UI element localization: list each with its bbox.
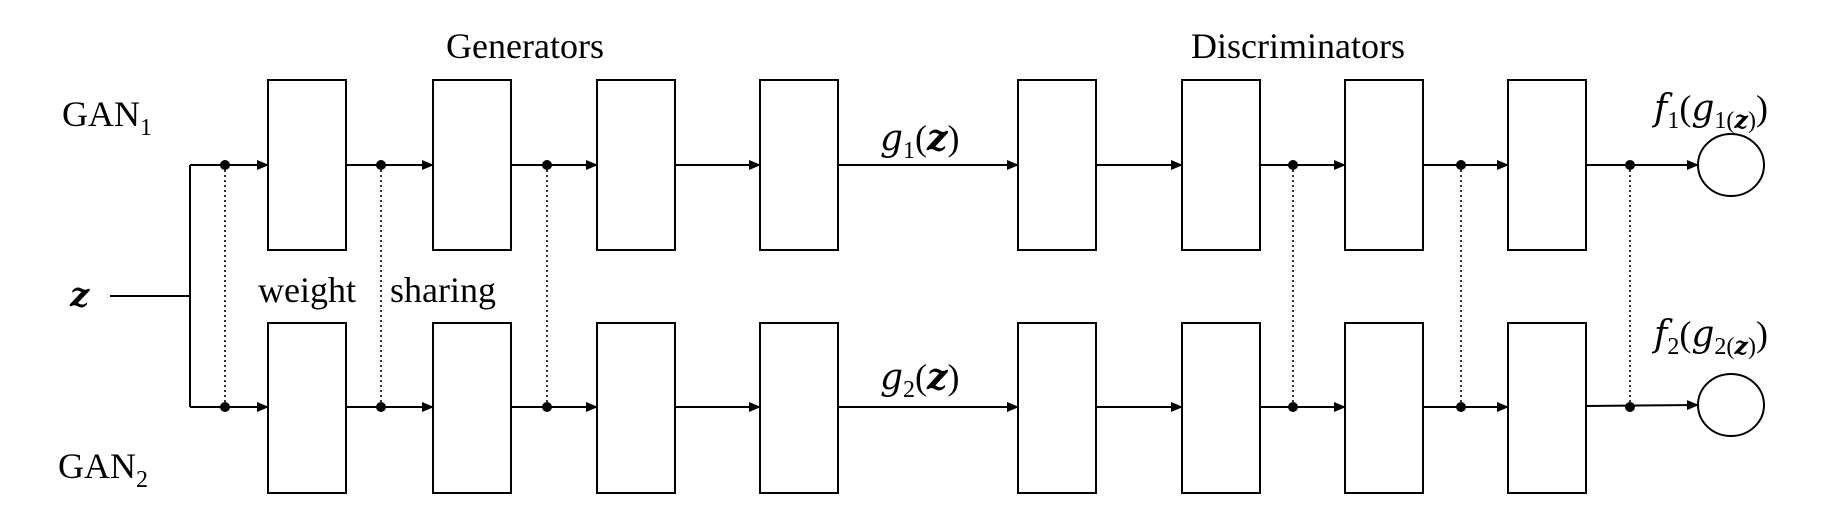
junction-dot (1288, 160, 1298, 170)
f1-inner-sub: 1 (1714, 108, 1726, 134)
g2-fn: g (880, 357, 903, 398)
g1-fn: g (880, 118, 903, 159)
f2-close-paren: ) (1756, 314, 1768, 354)
gan1-discriminator-layer-2 (1181, 79, 1261, 251)
f1-close-paren: ) (1756, 88, 1768, 128)
f2-inner-close-paren: ) (1748, 334, 1756, 360)
gan2-discriminator-layer-4 (1507, 322, 1587, 494)
weight-label: weight (258, 270, 356, 310)
g1-close-paren: ) (948, 118, 960, 158)
gan2-discriminator-layer-3 (1344, 322, 1424, 494)
g1-sub: 1 (903, 138, 915, 164)
f2-sub: 2 (1667, 334, 1679, 360)
gan1-discriminator-layer-4 (1507, 79, 1587, 251)
f2-output-label: f2(g2(z)) (1651, 314, 1768, 360)
generators-label: Generators (446, 26, 604, 66)
junction-dot (220, 160, 230, 170)
f2-inner-sub: 2 (1714, 334, 1726, 360)
gan2-generator-layer-2 (432, 322, 512, 494)
f1-inner-open-paren: ( (1726, 108, 1734, 134)
gan2-generator-layer-3 (596, 322, 676, 494)
f2-open-paren: ( (1679, 314, 1691, 354)
f2-inner-fn: g (1691, 314, 1714, 355)
g2-open-paren: ( (915, 357, 927, 397)
gan2-discriminator-layer-2 (1181, 322, 1261, 494)
gan1-discriminator-layer-1 (1017, 79, 1097, 251)
gan1-discriminator-layer-3 (1344, 79, 1424, 251)
junction-dot (1456, 402, 1466, 412)
g1-arg: z (926, 117, 949, 159)
f1-output-label: f1(g1(z)) (1651, 88, 1768, 134)
g2-arg: z (926, 356, 949, 398)
junction-dot (1288, 402, 1298, 412)
f1-inner-fn: g (1691, 88, 1714, 129)
g2-sub: 2 (903, 377, 915, 403)
f1-arg: z (1733, 105, 1749, 134)
gan1-generator-layer-3 (596, 79, 676, 251)
junction-dot (542, 160, 552, 170)
bottom-edge-out (1585, 400, 1699, 411)
g1-open-paren: ( (915, 118, 927, 158)
f2-arg: z (1733, 331, 1749, 360)
f2-inner-open-paren: ( (1726, 334, 1734, 360)
gan2-generator-layer-4 (759, 322, 839, 494)
z-input-label: z (69, 275, 90, 315)
gan1-generator-layer-4 (759, 79, 839, 251)
junction-dot (376, 402, 386, 412)
gan2-label-base: GAN (58, 446, 136, 486)
junction-dot (220, 402, 230, 412)
gan1-output-node (1697, 133, 1765, 197)
junction-dot (542, 402, 552, 412)
gan2-discriminator-layer-1 (1017, 322, 1097, 494)
g1-output-label: g1(z) (880, 117, 960, 164)
junction-dot (1625, 402, 1635, 412)
gan1-generator-layer-1 (267, 79, 347, 251)
gan2-label-sub: 2 (136, 467, 148, 493)
junction-dot (1625, 160, 1635, 170)
f1-sub: 1 (1667, 108, 1679, 134)
gan2-generator-layer-1 (267, 322, 347, 494)
gan1-label-sub: 1 (140, 115, 152, 141)
g2-output-label: g2(z) (880, 356, 960, 403)
junction-dot (1456, 160, 1466, 170)
gan1-label: GAN1 (62, 94, 152, 141)
f1-inner-close-paren: ) (1748, 108, 1756, 134)
gan2-label: GAN2 (58, 446, 148, 493)
gan2-output-node (1697, 373, 1765, 437)
g2-close-paren: ) (948, 357, 960, 397)
junction-dot (376, 160, 386, 170)
gan1-generator-layer-2 (432, 79, 512, 251)
sharing-label: sharing (390, 270, 496, 310)
gan1-label-base: GAN (62, 94, 140, 134)
discriminators-label: Discriminators (1191, 26, 1405, 66)
f1-open-paren: ( (1679, 88, 1691, 128)
